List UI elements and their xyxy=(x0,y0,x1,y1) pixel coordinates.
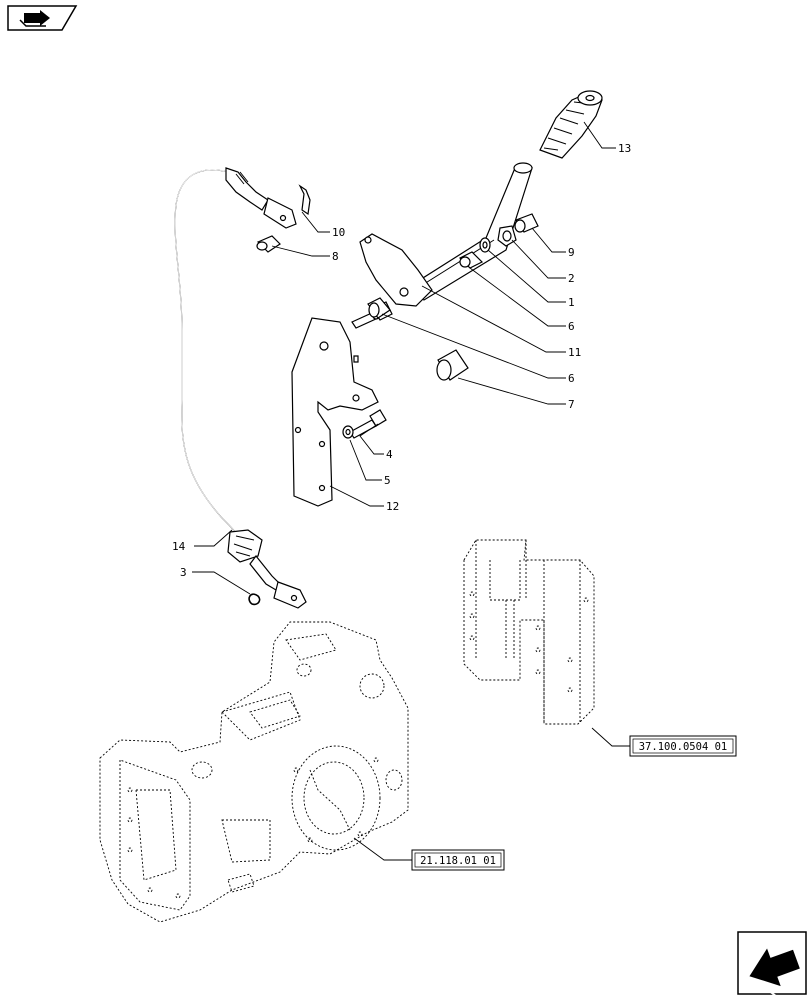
callout-9: 9 xyxy=(568,246,575,259)
washer-part-1 xyxy=(479,237,491,253)
book-arrow-icon[interactable] xyxy=(7,5,78,31)
transmission-housing xyxy=(99,621,409,923)
callout-11: 11 xyxy=(568,346,581,359)
nut-part-2 xyxy=(497,225,517,247)
mounting-plate-part-12 xyxy=(291,317,379,507)
callout-3: 3 xyxy=(180,566,187,579)
callout-labels: 13 10 8 9 2 1 6 11 6 7 4 5 12 14 3 xyxy=(172,142,631,579)
cable-part-14 xyxy=(174,167,307,609)
leader-lines xyxy=(192,121,630,861)
callout-12: 12 xyxy=(386,500,399,513)
bolt-part-4 xyxy=(349,409,387,439)
clip-pin-part-10 xyxy=(298,184,311,216)
callout-13: 13 xyxy=(618,142,631,155)
callout-8: 8 xyxy=(332,250,339,263)
callout-4: 4 xyxy=(386,448,393,461)
callout-2: 2 xyxy=(568,272,575,285)
ref-box-housing[interactable]: 21.118.01 01 xyxy=(411,849,505,871)
callout-6b: 6 xyxy=(568,372,575,385)
callout-7: 7 xyxy=(568,398,575,411)
bush-part-7 xyxy=(436,349,469,381)
callout-1: 1 xyxy=(568,296,575,309)
cap-part-9 xyxy=(514,213,539,233)
grip-part-13 xyxy=(539,90,603,159)
pin-part-8 xyxy=(256,235,281,253)
svg-text:21.118.01 01: 21.118.01 01 xyxy=(420,855,496,867)
ghost-bracket-assembly xyxy=(463,539,595,725)
spacer-part-6a xyxy=(458,251,484,269)
next-page-arrow-icon[interactable] xyxy=(737,931,807,997)
washer-part-5 xyxy=(342,425,354,439)
circlip-part-3 xyxy=(248,593,261,606)
ref-box-bracket[interactable]: 37.100.0504 01 xyxy=(629,735,737,757)
svg-text:37.100.0504 01: 37.100.0504 01 xyxy=(639,741,728,753)
callout-10: 10 xyxy=(332,226,345,239)
callout-5: 5 xyxy=(384,474,391,487)
bush-part-6b xyxy=(367,297,391,319)
callout-14: 14 xyxy=(172,540,186,553)
callout-6a: 6 xyxy=(568,320,575,333)
